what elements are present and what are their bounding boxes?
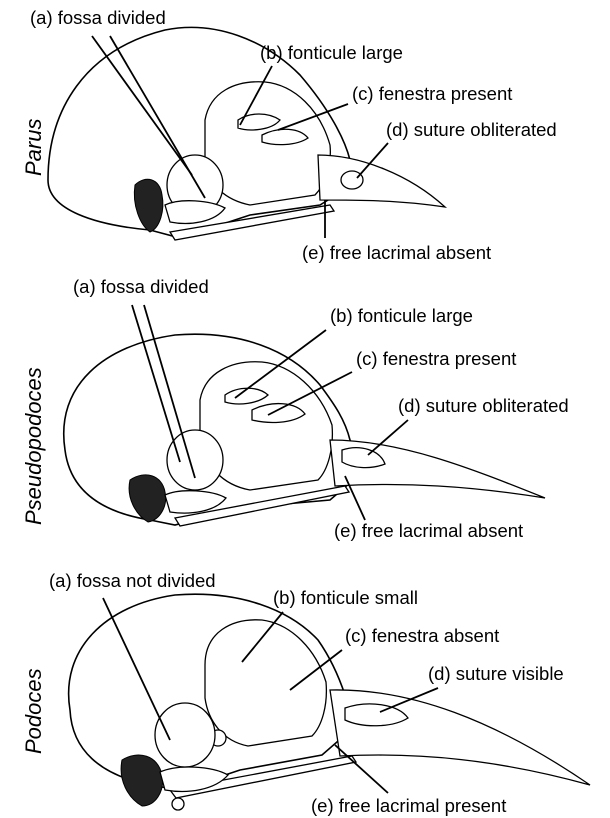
podoces-label-b: (b) fonticule small (273, 587, 418, 608)
podoces-skull (69, 594, 590, 810)
parus-beak (318, 155, 445, 207)
parus-label-d: (d) suture obliterated (386, 119, 557, 140)
genus-label-podoces: Podoces (21, 668, 46, 754)
genus-label-pseudopodoces: Pseudopodoces (21, 367, 46, 525)
parus-label-c: (c) fenestra present (352, 83, 512, 104)
parus-label-b: (b) fonticule large (260, 42, 403, 63)
podoces-label-e: (e) free lacrimal present (311, 795, 506, 816)
podoces-occipital-dark (121, 755, 162, 806)
podoces-orbit-fossa (155, 703, 215, 767)
podoces-mandible-knob (172, 798, 184, 810)
panel-podoces: Podoces (a) fossa not divided (b) fontic… (21, 570, 590, 816)
pseudopodoces-orbit-fossa (167, 430, 223, 490)
parus-label-a: (a) fossa divided (30, 7, 166, 28)
pseudopodoces-label-b: (b) fonticule large (330, 305, 473, 326)
pseudopodoces-label-d: (d) suture obliterated (398, 395, 569, 416)
parus-label-e: (e) free lacrimal absent (302, 242, 491, 263)
pseudopodoces-label-e: (e) free lacrimal absent (334, 520, 523, 541)
podoces-label-a: (a) fossa not divided (49, 570, 216, 591)
podoces-label-c: (c) fenestra absent (345, 625, 499, 646)
pseudopodoces-label-c: (c) fenestra present (356, 348, 516, 369)
podoces-label-d: (d) suture visible (428, 663, 564, 684)
panel-pseudopodoces: Pseudopodoces (a) fossa divided (b) font… (21, 276, 569, 541)
genus-label-parus: Parus (21, 119, 46, 176)
pseudopodoces-label-a: (a) fossa divided (73, 276, 209, 297)
panel-parus: Parus (a) fossa divided (b) fonticule la… (21, 7, 557, 263)
